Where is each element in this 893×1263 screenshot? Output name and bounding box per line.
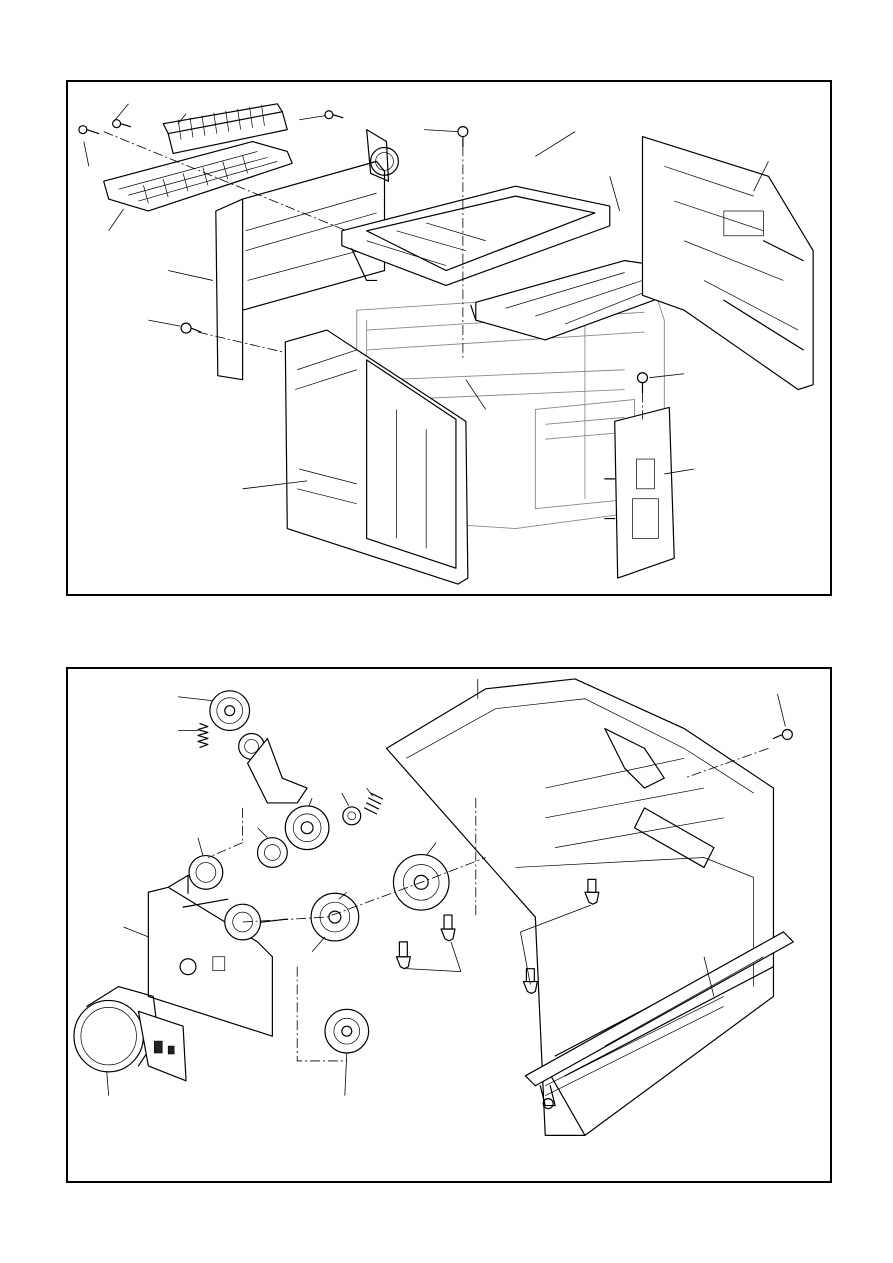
- screw-icon-group-2: [180, 126, 649, 394]
- callout-leaders-lower: [106, 678, 786, 1096]
- exit-guide-part: [162, 103, 288, 155]
- callout-leaders: [83, 103, 769, 490]
- assembly-lines: [103, 131, 643, 420]
- upper-exploded-diagram: [66, 80, 832, 596]
- gear-plate-part: [147, 874, 288, 1037]
- spring-icon: [197, 722, 209, 748]
- right-front-cover-part: [604, 406, 675, 579]
- upper-diagram-drawing: [78, 103, 814, 585]
- pin-icon-group: [395, 728, 793, 995]
- assembly-lines-lower: [207, 748, 769, 1062]
- lower-diagram-drawing: [73, 678, 794, 1136]
- guide-plate-part: [103, 140, 293, 212]
- motor-part: [73, 985, 187, 1082]
- left-side-frame-part: [215, 129, 399, 381]
- rail-part: [524, 931, 794, 1110]
- screw-icon-group-1: [78, 110, 344, 135]
- lower-exploded-diagram: [66, 667, 832, 1183]
- right-side-cover-part: [641, 135, 814, 391]
- front-cover-part: [284, 329, 469, 585]
- upper-tray-part: [341, 185, 611, 287]
- main-frame-part: [385, 678, 775, 1136]
